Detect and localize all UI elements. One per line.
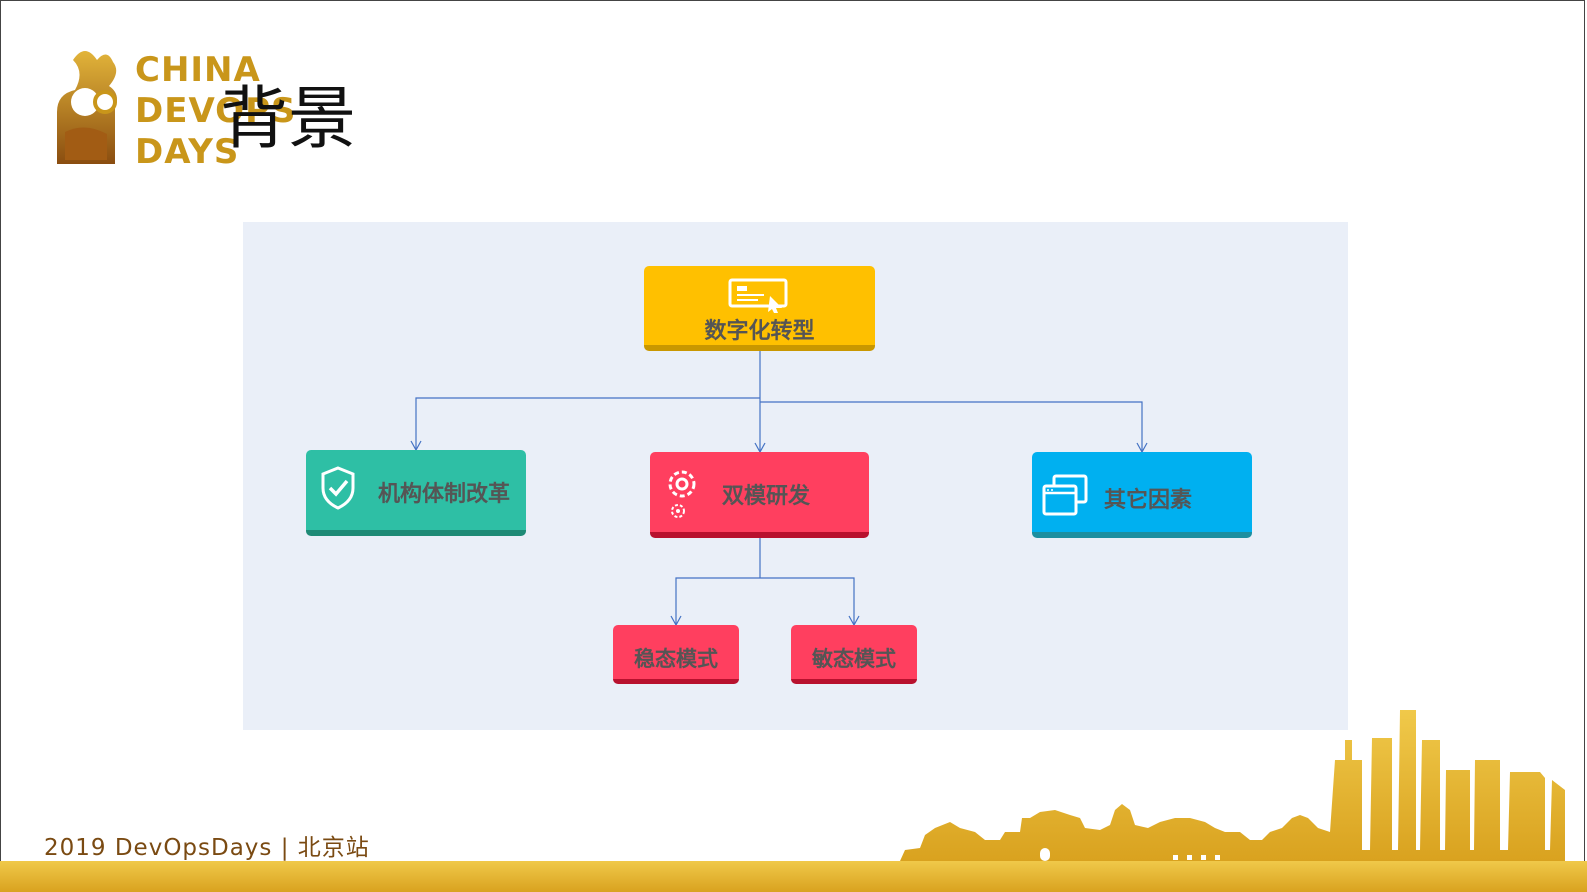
node-label: 稳态模式 bbox=[634, 647, 718, 671]
node-label: 双模研发 bbox=[722, 484, 811, 509]
windows-icon bbox=[1042, 474, 1088, 516]
footer-text: 2019 DevOpsDays | 北京站 bbox=[44, 835, 370, 861]
china-devops-days-logo bbox=[57, 51, 117, 164]
slide-title: 背景 bbox=[220, 80, 357, 159]
node-org-reform: 机构体制改革 bbox=[306, 450, 526, 536]
node-label: 机构体制改革 bbox=[378, 482, 511, 507]
node-other-factors: 其它因素 bbox=[1032, 452, 1252, 538]
node-steady-mode: 稳态模式 bbox=[613, 625, 739, 684]
shield-check-icon bbox=[321, 466, 355, 510]
beijing-skyline-decoration bbox=[0, 710, 1587, 892]
edge-dual-to-steady bbox=[675, 577, 760, 625]
node-digital-transformation: 数字化转型 bbox=[644, 266, 875, 351]
node-label: 敏态模式 bbox=[812, 647, 896, 671]
node-agile-mode: 敏态模式 bbox=[791, 625, 917, 684]
logo-line-devops: DEVOPS bbox=[135, 91, 297, 131]
edge-dual-to-agile bbox=[760, 577, 855, 625]
logo-line-china: CHINA bbox=[135, 50, 261, 90]
monitor-pointer-icon bbox=[728, 278, 788, 313]
connector-lines bbox=[415, 351, 1143, 625]
edge-root-to-other bbox=[760, 401, 1143, 452]
edge-root-to-org bbox=[415, 397, 760, 450]
node-dual-mode-rd: 双模研发 bbox=[650, 452, 869, 538]
node-label: 其它因素 bbox=[1104, 488, 1193, 513]
gears-icon bbox=[668, 470, 696, 518]
logo-line-days: DAYS bbox=[135, 132, 240, 172]
node-label: 数字化转型 bbox=[704, 319, 815, 344]
logo-text: CHINA DEVOPS DAYS bbox=[135, 50, 296, 173]
skyline-windows bbox=[1040, 848, 1220, 861]
